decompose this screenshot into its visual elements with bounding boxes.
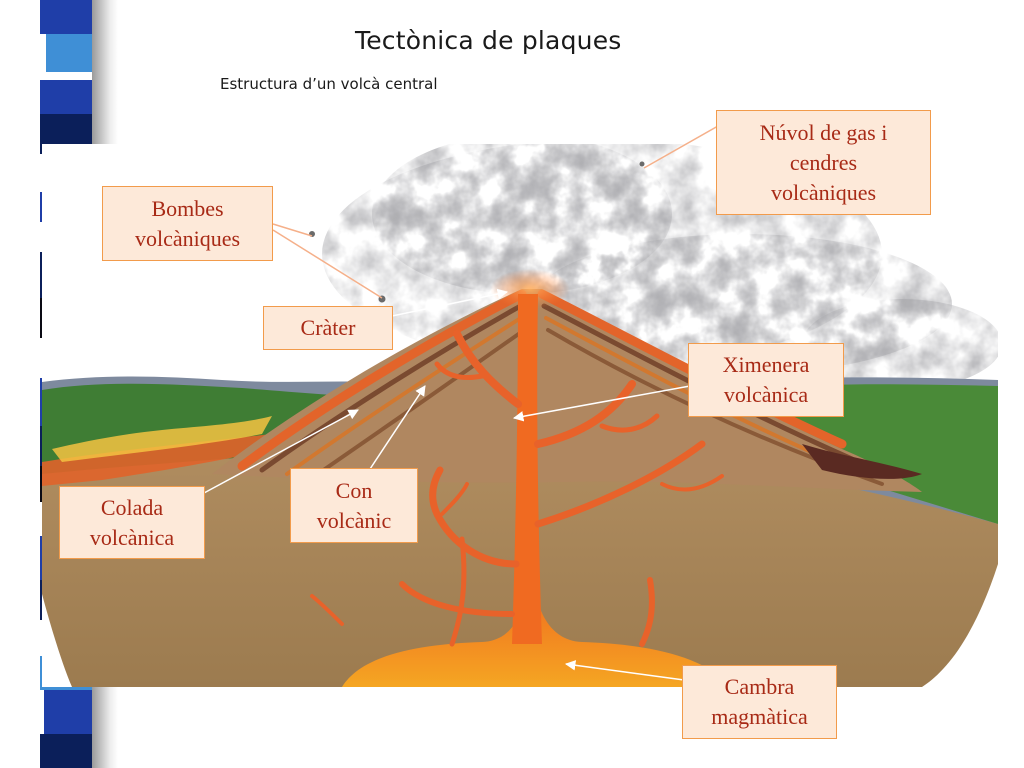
page-subtitle: Estructura d’un volcà central xyxy=(220,75,438,93)
vent-glow xyxy=(490,269,570,309)
strip-block xyxy=(40,0,92,34)
strip-block xyxy=(40,734,92,768)
label-chimney: Ximenera volcànica xyxy=(688,343,844,417)
lava-flow-right xyxy=(802,444,922,479)
label-crater: Cràter xyxy=(263,306,393,350)
label-volcanic-bombs: Bombes volcàniques xyxy=(102,186,273,261)
strip-block xyxy=(40,80,92,114)
strip-block xyxy=(46,34,100,72)
label-gas-cloud: Núvol de gas i cendres volcàniques xyxy=(716,110,931,215)
page-title: Tectònica de plaques xyxy=(355,26,622,55)
main-chimney xyxy=(512,294,542,644)
label-lava-flow: Colada volcànica xyxy=(59,486,205,559)
green-hills-right xyxy=(742,384,998,524)
label-magma-chamber: Cambra magmàtica xyxy=(682,665,837,739)
label-volcanic-cone: Con volcànic xyxy=(290,468,418,543)
strip-block xyxy=(44,690,92,734)
magma-dikes xyxy=(310,330,724,647)
